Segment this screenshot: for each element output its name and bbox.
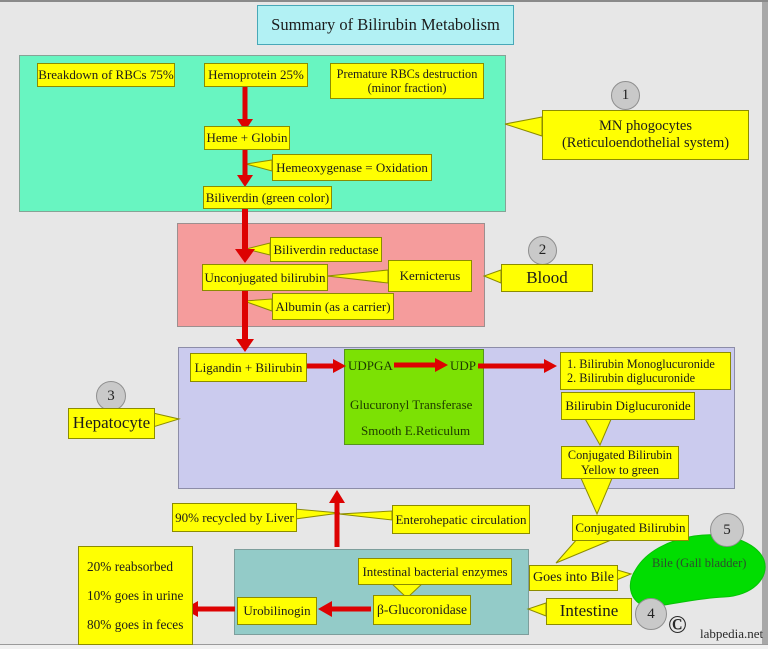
intestinal-bacterial-enzymes-label: Intestinal bacterial enzymes xyxy=(358,558,512,585)
mn-phagocytes-callout: MN phogocytes(Reticuloendothelial system… xyxy=(542,110,749,160)
right-edge-strip xyxy=(762,0,768,644)
blood-callout: Blood xyxy=(501,264,593,292)
arrow-biliverdin-to-blood-section xyxy=(235,208,255,263)
breakdown-rbcs-label: Breakdown of RBCs 75% xyxy=(37,63,175,87)
udpga-label: UDPGA xyxy=(348,358,393,373)
arrow-hemoprotein-to-heme xyxy=(237,86,253,131)
step-circle-2: 2 xyxy=(528,236,557,265)
arrow-enterohepatic-up xyxy=(329,490,345,547)
arrow-udp-to-products xyxy=(478,359,557,373)
udp-label: UDP xyxy=(450,358,477,373)
arrow-udpga-to-udp xyxy=(394,358,448,372)
bilirubin-diglucuronide-label: Bilirubin Diglucuronide xyxy=(561,392,695,420)
intestine-callout: Intestine xyxy=(546,598,632,625)
pointer-conjugated-yellow-green xyxy=(579,475,614,516)
premature-rbcs-label: Premature RBCs destruction(minor fractio… xyxy=(330,63,484,99)
recycled-by-liver-label: 90% recycled by Liver xyxy=(172,503,297,532)
watermark-site: labpedia.net xyxy=(700,626,764,641)
conjugated-bilirubin-label: Conjugated Bilirubin xyxy=(572,515,689,541)
pointer-albumin xyxy=(243,298,273,312)
hemoprotein-label: Hemoprotein 25% xyxy=(204,63,308,87)
urobilinogen-fates-box: 20% reabsorbed 10% goes in urine 80% goe… xyxy=(78,546,193,645)
arrow-ligandin-to-udpga xyxy=(307,359,346,373)
pointer-hepatocyte xyxy=(152,412,181,428)
pointer-hemeoxygenase xyxy=(245,159,273,172)
pointer-kernicterus xyxy=(326,269,389,284)
bile-gall-bladder-label: Bile (Gall bladder) xyxy=(652,556,747,570)
ligandin-bilirubin-label: Ligandin + Bilirubin xyxy=(190,353,307,382)
enterohepatic-circulation-label: Enterohepatic circulation xyxy=(392,505,530,534)
kernicterus-label: Kernicterus xyxy=(388,260,472,292)
albumin-label: Albumin (as a carrier) xyxy=(272,293,394,320)
glucuronyl-transferase-label: Glucuronyl Transferase xyxy=(350,397,473,412)
step-circle-4: 4 xyxy=(635,598,667,630)
hemeoxygenase-label: Hemeoxygenase = Oxidation xyxy=(272,154,432,181)
step-circle-3: 3 xyxy=(96,381,126,411)
pointer-blood xyxy=(482,269,502,284)
step-circle-1: 1 xyxy=(611,81,640,110)
goes-into-bile-label: Goes into Bile xyxy=(529,565,618,591)
pointer-intestine xyxy=(526,602,547,617)
arrow-glucoronidase-to-urobilinogin xyxy=(318,601,371,617)
biliverdin-label: Biliverdin (green color) xyxy=(203,186,332,209)
top-edge-line xyxy=(0,0,768,2)
pointer-conjugated-bilirubin xyxy=(555,537,617,564)
copyright-icon: © xyxy=(668,612,687,639)
glucuronyl-transferase-box xyxy=(344,349,484,445)
smooth-er-label: Smooth E.Reticulum xyxy=(361,423,471,438)
pointer-diglucuronide xyxy=(583,416,613,447)
unconjugated-bilirubin-label: Unconjugated bilirubin xyxy=(202,264,328,291)
step-circle-5: 5 xyxy=(710,513,744,547)
arrow-unconjugated-to-hepatocyte xyxy=(236,290,254,352)
arrow-heme-to-biliverdin xyxy=(237,148,253,187)
hepatocyte-callout: Hepatocyte xyxy=(68,408,155,439)
diagram-title: Summary of Bilirubin Metabolism xyxy=(257,5,514,45)
pointer-enterohepatic xyxy=(338,510,393,521)
urobilinogin-label: Urobilinogin xyxy=(237,597,317,625)
pointer-recycled xyxy=(294,508,341,520)
biliverdin-reductase-label: Biliverdin reductase xyxy=(270,237,382,262)
beta-glucoronidase-label: β-Glucoronidase xyxy=(373,595,471,625)
pointer-mn-phagocytes xyxy=(504,116,543,137)
bottom-edge-strip xyxy=(0,644,768,649)
heme-globin-label: Heme + Globin xyxy=(204,126,290,150)
